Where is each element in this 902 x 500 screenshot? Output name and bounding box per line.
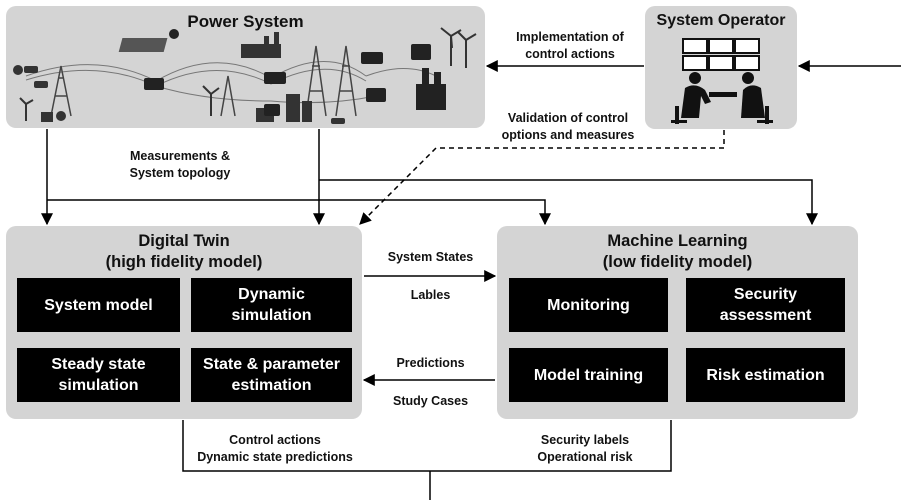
system-model-tile: System model xyxy=(17,278,180,332)
control-actions-label: Control actions Dynamic state prediction… xyxy=(197,433,353,464)
power-system-title: Power System xyxy=(187,12,304,31)
control-room-operators-icon xyxy=(671,38,773,124)
validation-label: Validation of control options and measur… xyxy=(501,111,635,142)
feedback-path xyxy=(182,420,672,472)
machine-learning-panel: Machine Learning (low fidelity model) Mo… xyxy=(497,226,858,419)
topology-to-ml-arrow xyxy=(319,179,818,226)
system-states-label: System States xyxy=(387,250,474,264)
monitoring-tile: Monitoring xyxy=(509,278,668,332)
measurements-to-ml-arrow xyxy=(47,199,551,226)
digital-twin-panel: Digital Twin (high fidelity model) Syste… xyxy=(6,226,362,419)
power-grid-illustration-icon xyxy=(13,27,477,124)
model-training-tile: Model training xyxy=(509,348,668,402)
study-cases-label: Study Cases xyxy=(392,394,469,408)
lables-label: Lables xyxy=(410,288,451,302)
risk-estimation-tile: Risk estimation xyxy=(686,348,845,402)
measurements-label: Measurements & System topology xyxy=(129,149,231,180)
power-system-panel: Power System xyxy=(6,6,485,128)
security-labels-label: Security labels Operational risk xyxy=(537,433,633,464)
dynamic-simulation-tile: Dynamic simulation xyxy=(191,278,352,332)
system-operator-title: System Operator xyxy=(656,12,786,29)
machine-learning-title: Machine Learning (low fidelity model) xyxy=(602,232,753,271)
predictions-label: Predictions xyxy=(396,356,465,370)
digital-twin-title: Digital Twin (high fidelity model) xyxy=(105,232,263,271)
validation-dashed-arrow xyxy=(359,130,725,225)
security-assessment-tile: Security assessment xyxy=(686,278,845,332)
state-parameter-estimation-tile: State & parameter estimation xyxy=(191,348,352,402)
implementation-label: Implementation of control actions xyxy=(516,30,624,61)
system-operator-panel: System Operator xyxy=(645,6,797,129)
steady-state-simulation-tile: Steady state simulation xyxy=(17,348,180,402)
